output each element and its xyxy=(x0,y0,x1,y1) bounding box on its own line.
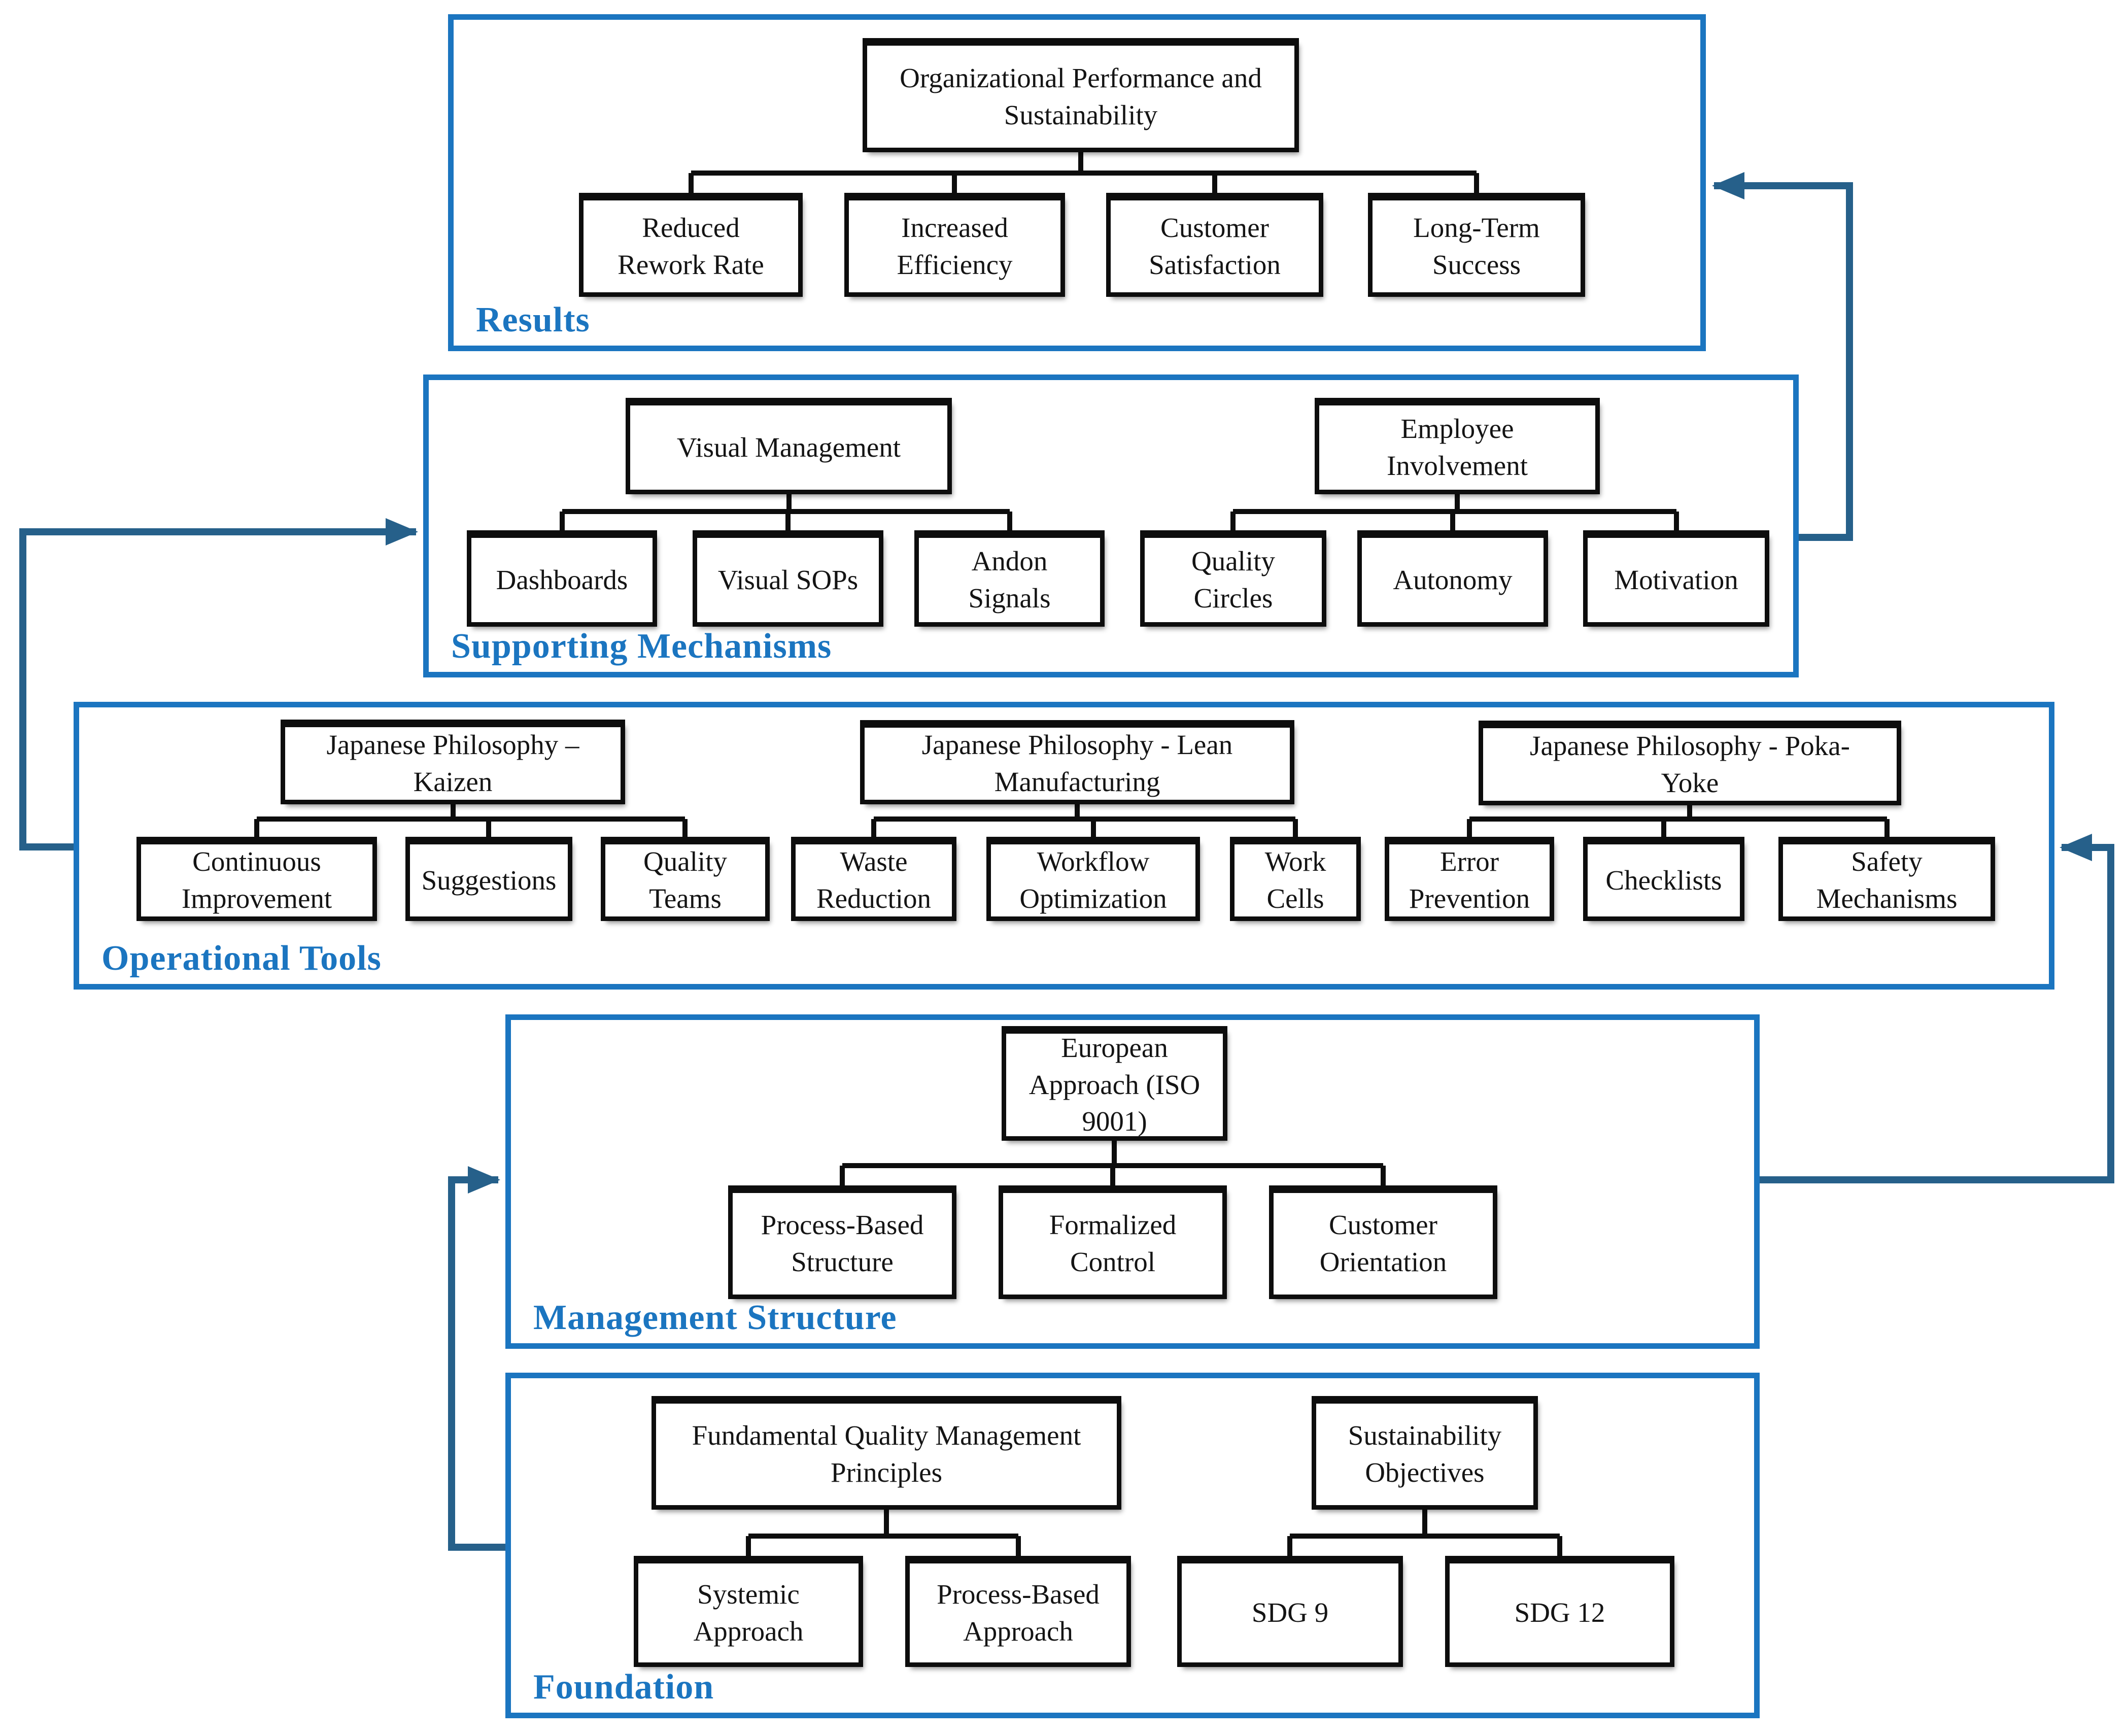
node-safety-mechanisms: Safety Mechanisms xyxy=(1778,837,1995,921)
flow-arrow-management-to-operational xyxy=(1760,834,2114,1183)
tree-connector-lean-manufacturing xyxy=(871,804,1298,837)
section-operational-tools: Operational Tools xyxy=(74,702,2054,990)
node-european-approach-iso-9001: European Approach (ISO 9001) xyxy=(1002,1026,1227,1141)
section-results: Results xyxy=(448,14,1706,351)
tree-connector-employee-involvement xyxy=(1230,493,1679,530)
node-process-based-structure: Process-Based Structure xyxy=(728,1185,956,1299)
node-dashboards: Dashboards xyxy=(467,530,657,627)
node-japanese-philosophy-kaizen: Japanese Philosophy – Kaizen xyxy=(281,720,625,804)
node-andon-signals: Andon Signals xyxy=(914,530,1105,627)
node-japanese-philosophy-lean-manufacturing: Japanese Philosophy - Lean Manufacturing xyxy=(860,720,1294,804)
node-checklists: Checklists xyxy=(1583,837,1744,921)
node-customer-satisfaction: Customer Satisfaction xyxy=(1106,193,1323,297)
node-error-prevention: Error Prevention xyxy=(1385,837,1554,921)
node-workflow-optimization: Workflow Optimization xyxy=(986,837,1200,921)
tree-connector-results xyxy=(689,152,1479,193)
node-systemic-approach: Systemic Approach xyxy=(634,1556,863,1667)
node-customer-orientation: Customer Orientation xyxy=(1269,1185,1497,1299)
node-sdg-9: SDG 9 xyxy=(1177,1556,1403,1667)
tree-connector-quality-principles xyxy=(746,1509,1021,1556)
node-increased-efficiency: Increased Efficiency xyxy=(844,193,1065,297)
node-work-cells: Work Cells xyxy=(1230,837,1361,921)
tree-connector-kaizen xyxy=(254,804,688,837)
tree-connector-european-approach xyxy=(840,1140,1386,1185)
node-continuous-improvement: Continuous Improvement xyxy=(136,837,377,921)
tree-connector-sustainability-objectives xyxy=(1287,1509,1562,1556)
section-label-foundation: Foundation xyxy=(533,1667,714,1707)
node-long-term-success: Long-Term Success xyxy=(1368,193,1585,297)
node-reduced-rework-rate: Reduced Rework Rate xyxy=(579,193,803,297)
node-autonomy: Autonomy xyxy=(1357,530,1548,627)
node-motivation: Motivation xyxy=(1583,530,1769,627)
node-fundamental-quality-management-principles: Fundamental Quality Management Principle… xyxy=(651,1396,1121,1510)
node-employee-involvement: Employee Involvement xyxy=(1315,398,1600,494)
node-quality-circles: Quality Circles xyxy=(1140,530,1326,627)
tree-connector-poka-yoke xyxy=(1467,805,1890,837)
node-organizational-performance-and-sustainability: Organizational Performance and Sustainab… xyxy=(863,38,1299,152)
section-label-operational-tools: Operational Tools xyxy=(101,939,382,978)
node-suggestions: Suggestions xyxy=(405,837,572,921)
section-label-results: Results xyxy=(476,300,590,339)
node-japanese-philosophy-poka-yoke: Japanese Philosophy - Poka- Yoke xyxy=(1479,721,1901,805)
flow-arrow-foundation-to-management xyxy=(448,1166,505,1551)
section-label-supporting-mechanisms: Supporting Mechanisms xyxy=(451,627,832,666)
section-foundation: Foundation xyxy=(505,1373,1760,1718)
section-supporting-mechanisms: Supporting Mechanisms xyxy=(423,375,1799,677)
node-visual-management: Visual Management xyxy=(626,398,952,494)
node-waste-reduction: Waste Reduction xyxy=(791,837,956,921)
node-visual-sops: Visual SOPs xyxy=(693,530,883,627)
flow-arrow-operational-to-supporting xyxy=(19,518,418,850)
section-management-structure: Management Structure xyxy=(505,1014,1760,1349)
flow-arrow-supporting-to-results xyxy=(1712,172,1853,541)
node-formalized-control: Formalized Control xyxy=(999,1185,1227,1299)
node-sdg-12: SDG 12 xyxy=(1445,1556,1674,1667)
node-quality-teams: Quality Teams xyxy=(601,837,770,921)
tree-connector-visual-management xyxy=(560,493,1012,530)
node-sustainability-objectives: Sustainability Objectives xyxy=(1312,1396,1538,1510)
node-process-based-approach: Process-Based Approach xyxy=(905,1556,1131,1667)
section-label-management-structure: Management Structure xyxy=(533,1298,897,1337)
